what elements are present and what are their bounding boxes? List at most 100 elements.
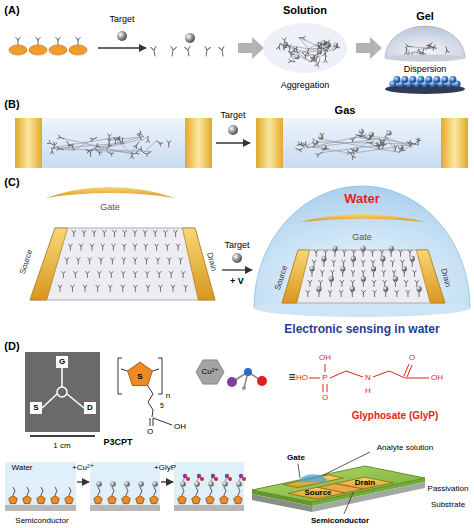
receptor-symbol <box>156 139 163 146</box>
electrode <box>441 118 468 168</box>
receptor-symbol <box>179 258 183 264</box>
receptor-symbol <box>288 45 292 51</box>
target-sphere <box>124 481 130 487</box>
receptor-symbol <box>133 271 137 277</box>
target-sphere <box>228 477 232 481</box>
gate-electrode <box>45 187 175 198</box>
target-sphere <box>318 134 323 139</box>
thiophene-ring <box>122 496 131 504</box>
target-sphere <box>222 481 228 487</box>
receptor-symbol <box>121 271 125 277</box>
target-sphere <box>410 76 417 83</box>
reaction-arrow <box>161 481 173 482</box>
target-sphere <box>383 286 388 291</box>
water-region <box>5 462 76 505</box>
target-sphere <box>257 376 267 386</box>
step-label: Target <box>109 15 134 25</box>
target-sphere <box>322 145 327 150</box>
receptor-symbol <box>420 47 426 54</box>
leader-line <box>298 464 300 478</box>
target-sphere <box>138 481 144 487</box>
receptor-symbol <box>83 285 87 291</box>
panel-letter: (B) <box>4 98 19 110</box>
leader-line <box>344 492 353 514</box>
receptor-symbol <box>184 285 188 291</box>
bond-line <box>407 365 412 377</box>
panel-letter: (D) <box>4 340 19 352</box>
gel-base <box>385 55 465 62</box>
target-sphere <box>417 286 422 291</box>
side-chain <box>98 487 100 495</box>
panel-letter: (C) <box>4 176 19 188</box>
particle-oval <box>29 45 47 55</box>
receptor-symbol <box>52 142 57 149</box>
atom-label: H <box>365 387 371 396</box>
thiophene-ring <box>128 362 153 386</box>
receptor-symbol <box>138 131 145 138</box>
receptor-symbol <box>303 142 309 149</box>
receptor-symbol <box>408 250 412 256</box>
target-sphere <box>410 256 415 261</box>
bond-line <box>150 418 151 426</box>
step-label: Target <box>224 241 249 251</box>
receptor-symbol <box>71 285 75 291</box>
molecule-name: Glyphosate (GlyP) <box>352 410 439 421</box>
network-strand <box>144 141 157 153</box>
receptor-symbol <box>326 40 332 47</box>
gel-dome <box>385 26 465 58</box>
thiophene-ring <box>150 496 159 504</box>
receptor-symbol <box>429 44 436 51</box>
receptor-symbol <box>62 271 66 277</box>
receptor-symbol <box>319 280 323 286</box>
target-sphere <box>442 76 449 83</box>
receptor-symbol <box>164 230 168 236</box>
target-sphere <box>152 481 158 487</box>
target-sphere <box>353 147 358 152</box>
receptor-symbol <box>133 258 137 264</box>
receptor-symbol <box>306 49 311 56</box>
target-sphere <box>194 481 200 487</box>
photo-trace <box>67 394 84 408</box>
receptor-symbol <box>341 270 345 276</box>
receptor-symbol <box>166 244 170 250</box>
receptor-symbol <box>146 136 150 142</box>
receptor-symbol <box>133 230 137 236</box>
block-arrow <box>356 37 382 59</box>
receptor-symbol <box>134 141 140 148</box>
side-chain <box>27 487 29 495</box>
receptor-symbol <box>16 37 21 45</box>
receptor-symbol <box>339 290 343 296</box>
receptor-symbol <box>299 142 306 149</box>
side-chain <box>13 487 15 495</box>
target-sphere <box>398 145 403 150</box>
electrode-label: Source <box>19 249 35 276</box>
receptor-symbol <box>383 280 387 286</box>
receptor-symbol <box>373 290 377 296</box>
receptor-symbol <box>36 37 41 45</box>
receptor-symbol <box>350 135 357 142</box>
leader-line <box>323 452 370 475</box>
receptor-symbol <box>343 250 347 256</box>
receptor-symbol <box>58 285 62 291</box>
semiconductor-layer <box>5 505 76 511</box>
target-sphere <box>333 42 338 47</box>
scale-label: 1 cm <box>53 442 70 451</box>
target-sphere <box>380 256 385 261</box>
receptor-symbol <box>98 271 102 277</box>
target-sphere <box>434 76 441 83</box>
pin-label: D <box>87 404 93 413</box>
receptor-symbol <box>295 147 302 152</box>
target-sphere <box>310 54 315 59</box>
receptor-symbol <box>315 60 321 67</box>
layer-label: Semiconductor <box>15 517 68 526</box>
water-region <box>90 462 160 505</box>
receptor-symbol <box>181 271 185 277</box>
receptor-symbol <box>169 271 173 277</box>
bond-line <box>323 384 324 392</box>
receptor-symbol <box>138 147 145 154</box>
side-chain <box>210 487 212 495</box>
subscript-label: n <box>166 392 170 401</box>
bond-line <box>330 371 363 378</box>
part-label: Source <box>304 489 331 498</box>
receptor-symbol <box>404 48 408 54</box>
